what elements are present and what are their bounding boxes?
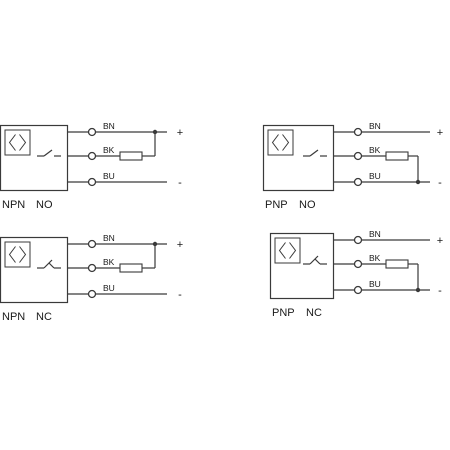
sensing-face-right-icon xyxy=(282,134,290,151)
sensing-face-left-icon xyxy=(271,134,279,151)
supply-plus-label: + xyxy=(177,127,183,139)
switch-contact-open-icon xyxy=(43,149,53,157)
wire-label-bu: BU xyxy=(103,283,115,293)
sensing-face-right-icon xyxy=(19,134,27,151)
junction-dot-icon xyxy=(152,241,158,247)
sensor-body xyxy=(262,124,335,192)
sensor-body xyxy=(0,236,69,304)
sensor-body xyxy=(269,232,335,300)
sensing-face-icon xyxy=(4,129,31,156)
wire-label-bn: BN xyxy=(369,121,381,131)
junction-dot-icon xyxy=(152,129,158,135)
load-resistor-icon xyxy=(385,259,409,269)
load-resistor-icon xyxy=(119,263,143,273)
sensing-face-left-icon xyxy=(8,134,16,151)
terminal-icon xyxy=(353,151,363,161)
output-type-label: NPN xyxy=(2,311,25,323)
contact-type-label: NC xyxy=(306,307,322,319)
wire-label-bk: BK xyxy=(103,145,115,155)
terminal-icon xyxy=(87,263,97,273)
load-resistor-icon xyxy=(385,151,409,161)
junction-dot-icon xyxy=(415,287,421,293)
switch-contact-closed-icon xyxy=(43,259,53,269)
sensor-body xyxy=(0,124,69,192)
switch-contact-closed-icon xyxy=(48,262,55,269)
terminal-icon xyxy=(353,127,363,137)
terminal-icon xyxy=(87,239,97,249)
circuit-npn-nc: BN BK BU + - NPN NC xyxy=(0,233,183,323)
terminal-icon xyxy=(87,151,97,161)
circuit-npn-no: BN BK BU + - NPN NO xyxy=(0,121,183,211)
output-type-label: NPN xyxy=(2,199,25,211)
terminal-icon xyxy=(353,177,363,187)
wire-label-bu: BU xyxy=(369,171,381,181)
output-type-label: PNP xyxy=(265,199,288,211)
terminal-icon xyxy=(87,177,97,187)
sensing-face-left-icon xyxy=(8,246,16,263)
circuit-pnp-nc: BN BK BU + - PNP NC xyxy=(269,229,443,319)
supply-plus-label: + xyxy=(177,239,183,251)
circuit-pnp-no: BN BK BU + - PNP NO xyxy=(262,121,443,211)
wire-label-bn: BN xyxy=(369,229,381,239)
load-resistor-icon xyxy=(119,151,143,161)
terminal-icon xyxy=(353,259,363,269)
contact-type-label: NO xyxy=(36,199,53,211)
supply-minus-label: - xyxy=(438,177,442,189)
terminal-icon xyxy=(87,127,97,137)
wire-label-bn: BN xyxy=(103,233,115,243)
terminal-icon xyxy=(87,289,97,299)
sensing-face-icon xyxy=(267,129,294,156)
output-type-label: PNP xyxy=(272,307,295,319)
supply-minus-label: - xyxy=(178,289,182,301)
wire-label-bn: BN xyxy=(103,121,115,131)
sensing-face-right-icon xyxy=(19,246,27,263)
terminal-icon xyxy=(353,285,363,295)
terminal-icon xyxy=(353,235,363,245)
wire-label-bk: BK xyxy=(103,257,115,267)
wire-label-bk: BK xyxy=(369,145,381,155)
sensing-face-icon xyxy=(4,241,31,268)
sensing-face-left-icon xyxy=(278,242,286,259)
junction-dot-icon xyxy=(415,179,421,185)
switch-contact-open-icon xyxy=(309,149,319,157)
wire-label-bu: BU xyxy=(369,279,381,289)
wire-label-bk: BK xyxy=(369,253,381,263)
switch-contact-closed-icon xyxy=(309,255,319,265)
supply-minus-label: - xyxy=(438,285,442,297)
contact-type-label: NO xyxy=(299,199,316,211)
supply-minus-label: - xyxy=(178,177,182,189)
sensing-face-right-icon xyxy=(289,242,297,259)
supply-plus-label: + xyxy=(437,127,443,139)
sensing-face-icon xyxy=(274,237,301,264)
wire-label-bu: BU xyxy=(103,171,115,181)
switch-contact-closed-icon xyxy=(314,258,321,265)
supply-plus-label: + xyxy=(437,235,443,247)
contact-type-label: NC xyxy=(36,311,52,323)
